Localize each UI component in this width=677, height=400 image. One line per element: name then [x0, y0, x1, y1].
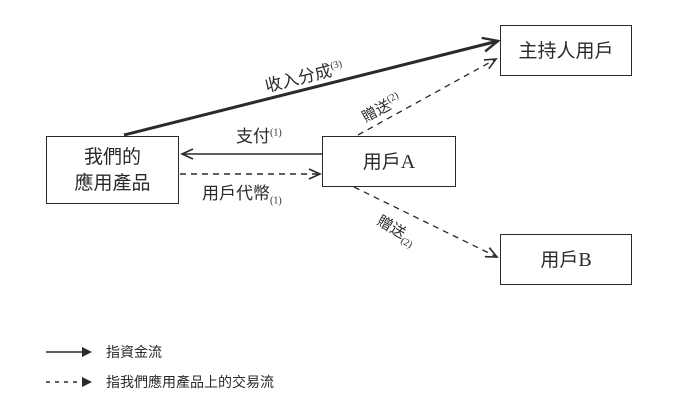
legend-dashed: 指我們應用產品上的交易流	[46, 372, 274, 392]
revenue-share-arrow	[123, 41, 498, 137]
user-b-label: 用戶B	[540, 248, 592, 271]
our-app-label-line2: 應用產品	[74, 172, 151, 194]
user-b-node: 用戶B	[500, 234, 632, 285]
gift-to-user-b-arrow	[353, 186, 499, 258]
gift-to-host-arrow	[357, 58, 498, 136]
our-app-label-line1: 我們的	[83, 146, 141, 168]
legend-solid-label: 指資金流	[106, 345, 162, 361]
legend-dashed-label: 指我們應用產品上的交易流	[106, 375, 274, 391]
host-user-label: 主持人用戶	[518, 39, 614, 62]
our-app-node: 我們的 應用產品	[46, 136, 179, 204]
payment-label: 支付(1)	[236, 127, 282, 147]
dashed-arrow-icon	[46, 377, 92, 387]
legend-solid: 指資金流	[46, 342, 162, 362]
user-a-node: 用戶A	[322, 136, 456, 187]
solid-arrow-icon	[46, 347, 92, 357]
user-a-label: 用戶A	[362, 150, 416, 173]
host-user-node: 主持人用戶	[500, 25, 632, 76]
user-coins-label: 用戶代幣(1)	[202, 184, 282, 207]
